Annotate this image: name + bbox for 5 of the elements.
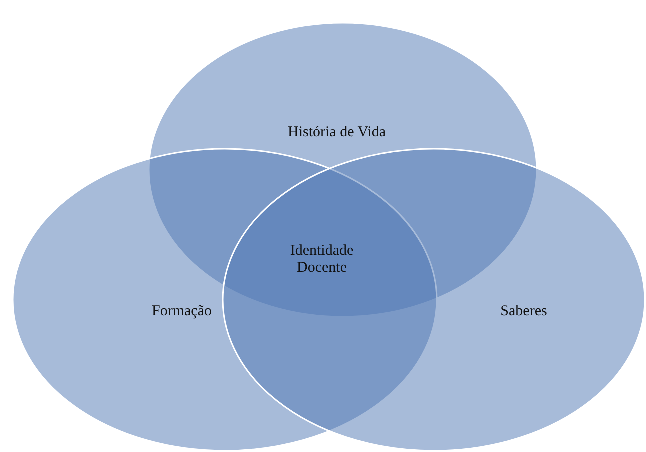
overlap-label: Identidade Docente <box>289 242 355 278</box>
circle-label: Saberes <box>500 304 548 320</box>
circle-label: História de Vida <box>288 124 386 142</box>
circle-label: Formação <box>152 304 212 320</box>
venn-ellipse <box>222 148 646 452</box>
